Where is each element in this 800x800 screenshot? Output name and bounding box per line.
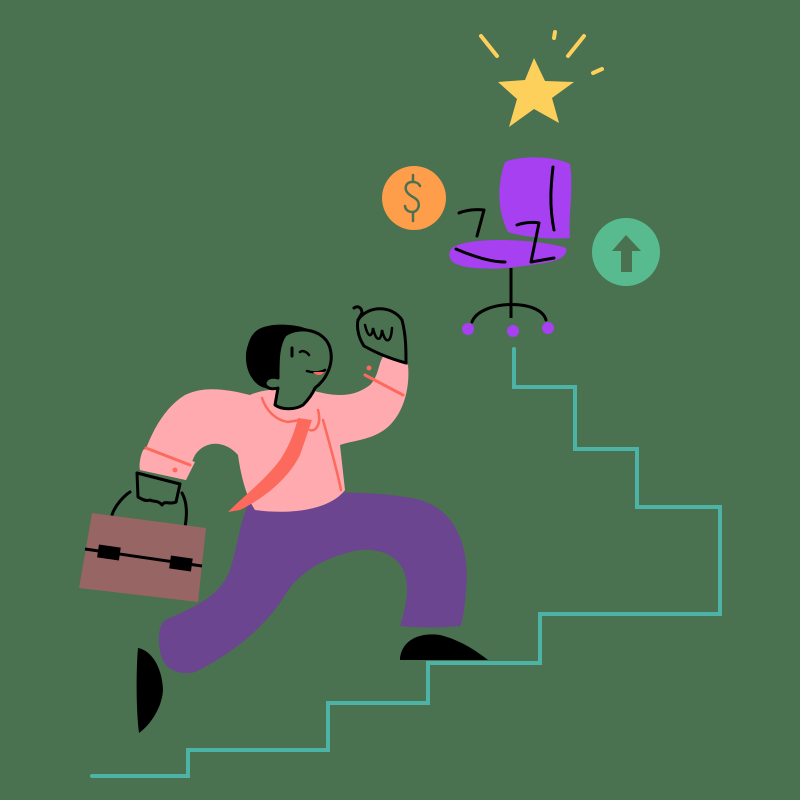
pants (158, 492, 467, 674)
businessman-figure (79, 305, 488, 733)
dollar-coin-icon (382, 166, 446, 230)
back-shoe (136, 648, 163, 733)
up-arrow-badge-icon (592, 218, 660, 286)
tongue (313, 372, 324, 375)
front-shoe (400, 634, 488, 660)
staircase (90, 347, 722, 778)
office-chair-icon (449, 157, 572, 337)
tie (228, 418, 312, 512)
thumb (352, 305, 364, 322)
right-cuff (363, 373, 405, 397)
briefcase-icon (79, 513, 206, 602)
head (263, 328, 333, 411)
shirt (140, 355, 409, 512)
briefcase-hand (135, 471, 182, 507)
left-cuff (144, 446, 192, 467)
star-icon (479, 30, 604, 127)
